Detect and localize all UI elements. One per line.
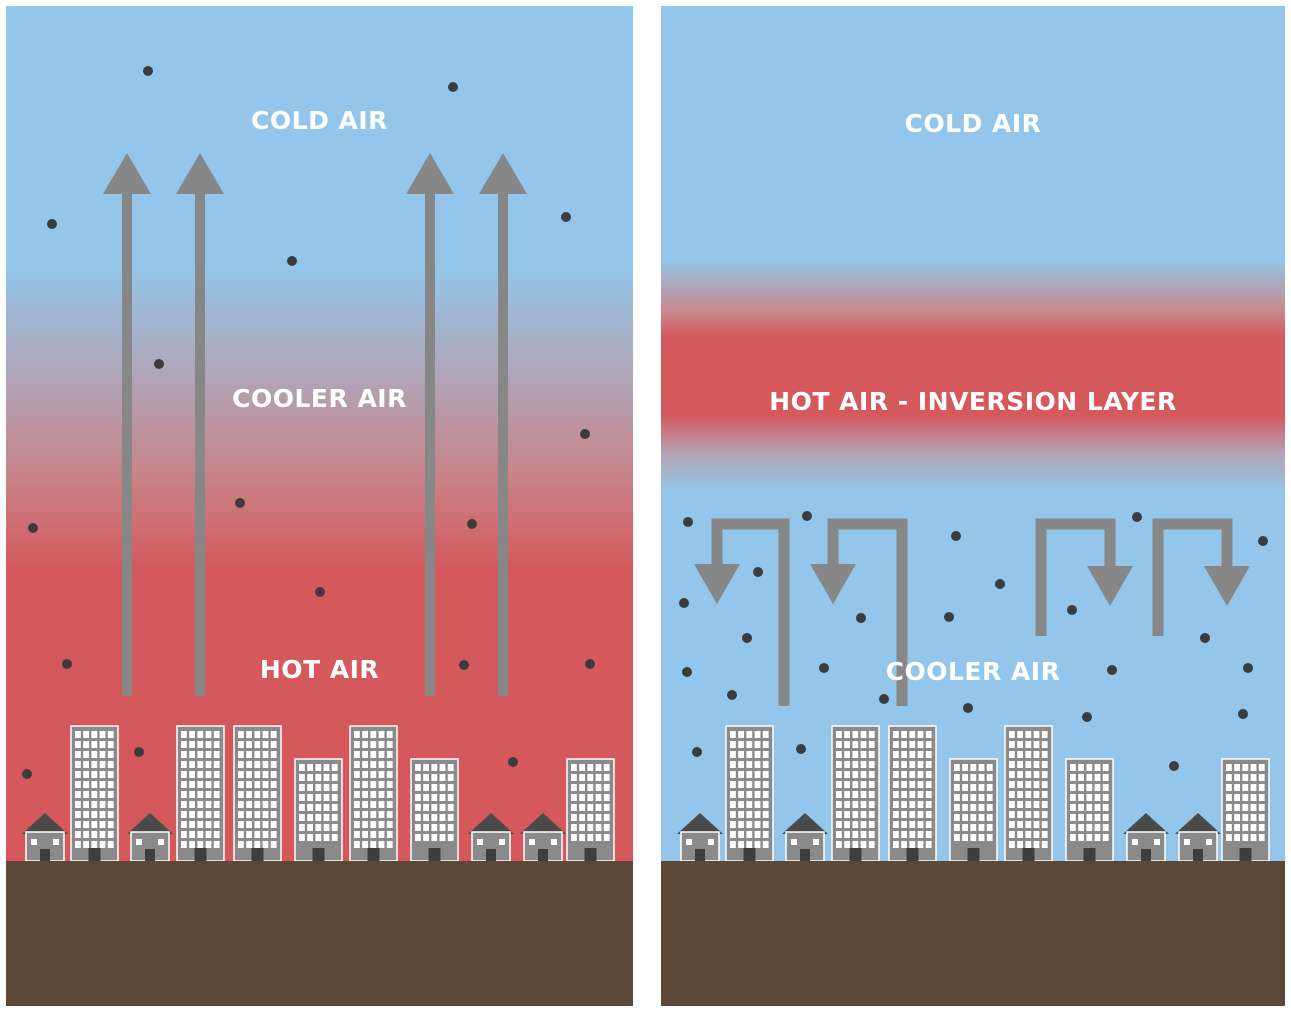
pollutant-particle [1238,709,1248,719]
pollutant-particle [62,659,72,669]
office-tower [1065,758,1114,862]
trapped-air-arrow [1035,518,1133,636]
pollutant-particle [448,82,458,92]
pollutant-particle [1067,605,1077,615]
pollutant-particle [879,694,889,704]
pollutant-particle [467,519,477,529]
rising-air-arrow [479,153,527,696]
pollutant-particle [679,598,689,608]
house [677,813,723,862]
pollutant-particle [1169,761,1179,771]
pollutant-particle [561,212,571,222]
house [782,813,828,862]
normal-conditions-panel: COLD AIR COOLER AIR HOT AIR [6,6,633,1006]
pollutant-particle [154,359,164,369]
pollutant-particle [143,66,153,76]
pollutant-particle [951,531,961,541]
pollutant-particle [28,523,38,533]
office-tower [176,725,225,862]
office-tower [349,725,398,862]
rising-air-arrow [406,153,454,696]
cooler-air-label: COOLER AIR [232,384,407,413]
pollutant-particle [692,747,702,757]
pollutant-particle [944,612,954,622]
pollutant-particle [727,690,737,700]
pollutant-particle [287,256,297,266]
pollutant-particle [802,511,812,521]
pollutant-particle [315,587,325,597]
office-tower [1221,758,1270,862]
rising-air-arrow [176,153,224,696]
office-tower [410,758,459,862]
inversion-illustration [661,6,1285,1006]
office-tower [233,725,282,862]
normal-conditions-illustration [6,6,633,1006]
inversion-panel: COLD AIR HOT AIR - INVERSION LAYER COOLE… [661,6,1285,1006]
pollutant-particle [1132,512,1142,522]
inversion-layer-label: HOT AIR - INVERSION LAYER [769,387,1177,416]
house [1175,813,1221,862]
pollutant-particle [1107,665,1117,675]
pollutant-particle [1082,712,1092,722]
sky-gradient [661,6,1285,866]
pollutant-particle [47,219,57,229]
pollutant-particle [1243,663,1253,673]
pollutant-particle [856,613,866,623]
office-tower [831,725,880,862]
pollutant-particle [22,769,32,779]
office-tower [566,758,615,862]
pollutant-particle [508,757,518,767]
office-tower [294,758,343,862]
cold-air-label: COLD AIR [904,109,1042,138]
pollutant-particle [995,579,1005,589]
pollutant-particle [1258,536,1268,546]
hot-air-label: HOT AIR [259,655,380,684]
pollutant-particle [1200,633,1210,643]
office-tower [949,758,998,862]
pollutant-particle [459,660,469,670]
pollutant-particle [742,633,752,643]
office-tower [725,725,774,862]
pollutant-particle [819,663,829,673]
pollutant-particle [682,667,692,677]
pollutant-particle [580,429,590,439]
office-tower [1004,725,1053,862]
trapped-air-arrow [694,518,790,706]
cold-air-label: COLD AIR [251,106,388,135]
pollutant-particle [134,747,144,757]
trapped-air-arrow [1152,518,1250,636]
pollutant-particle [963,703,973,713]
rising-air-arrow [103,153,151,696]
pollutant-particle [753,567,763,577]
cooler-air-label: COOLER AIR [885,657,1061,686]
sky-gradient [6,6,633,866]
pollutant-particle [585,659,595,669]
ground [6,861,633,1006]
house [22,813,68,862]
office-tower [70,725,119,862]
house [468,813,514,862]
pollutant-particle [796,744,806,754]
house [1123,813,1169,862]
office-tower [888,725,937,862]
trapped-air-arrow [810,518,908,706]
ground [661,861,1285,1006]
house [520,813,566,862]
pollutant-particle [683,517,693,527]
pollutant-particle [235,498,245,508]
